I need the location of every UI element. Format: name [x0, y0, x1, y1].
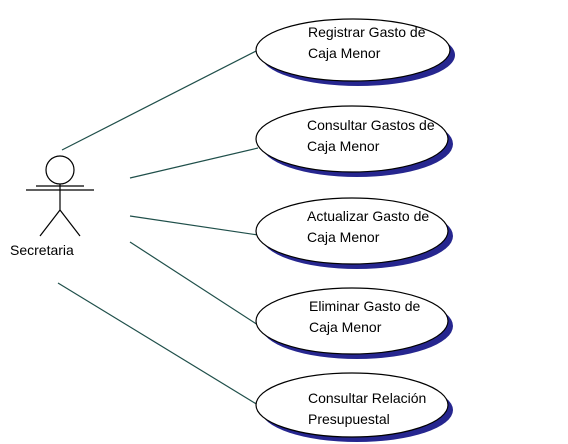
stick-figure-icon[interactable]	[26, 155, 94, 237]
use-case-ellipse	[255, 197, 449, 265]
association-line-2	[129, 147, 259, 179]
use-case-2-line-2: Caja Menor	[307, 138, 380, 154]
use-case-consultar-relacion[interactable]	[255, 372, 453, 442]
use-case-ellipse	[255, 372, 449, 438]
actor-left-leg	[39, 209, 61, 237]
actor-name: Secretaria	[10, 242, 74, 258]
actor-right-leg	[59, 209, 81, 237]
use-case-2-line-1: Consultar Gastos de	[307, 117, 435, 133]
use-case-4-line-1: Eliminar Gasto de	[309, 298, 421, 314]
use-case-3-line-2: Caja Menor	[307, 229, 380, 245]
use-case-consultar-gastos[interactable]	[255, 105, 453, 177]
use-case-ellipse	[255, 287, 449, 355]
use-case-eliminar-gasto[interactable]	[255, 287, 453, 359]
use-case-1-line-1: Registrar Gasto de	[308, 24, 426, 40]
use-case-1-line-2: Caja Menor	[308, 45, 381, 61]
association-line-5	[57, 282, 259, 406]
actor-head	[45, 155, 75, 185]
use-case-ellipse	[255, 18, 451, 82]
association-line-1	[61, 47, 263, 151]
association-line-4	[129, 241, 259, 326]
association-line-3	[129, 215, 259, 236]
use-case-5-line-1: Consultar Relación	[308, 390, 427, 406]
use-case-registrar-gasto[interactable]	[255, 18, 455, 86]
use-case-3-line-1: Actualizar Gasto de	[307, 208, 430, 224]
use-case-5-line-2: Presupuestal	[308, 411, 390, 427]
use-case-4-line-2: Caja Menor	[309, 319, 382, 335]
use-case-actualizar-gasto[interactable]	[255, 197, 453, 269]
use-case-ellipse	[255, 105, 449, 173]
